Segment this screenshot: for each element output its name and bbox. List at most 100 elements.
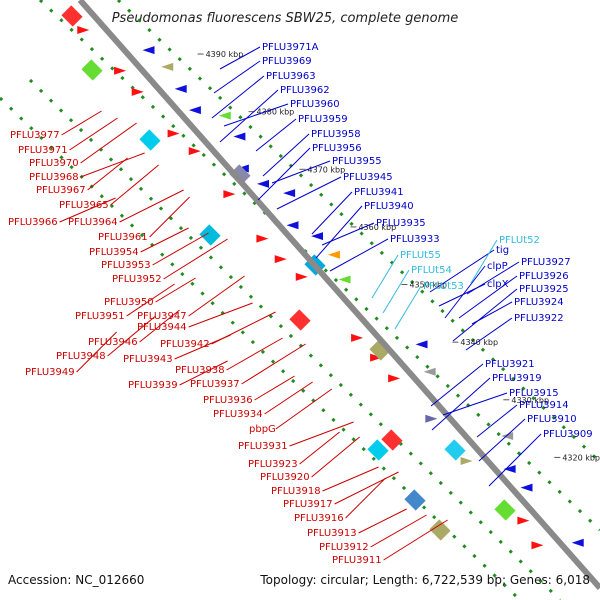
left-label-leader <box>139 309 180 343</box>
left-gene-label: PFLU3943 <box>123 354 173 365</box>
left-gene-label: PFLU3931 <box>238 441 288 452</box>
left-label-leader <box>275 388 333 430</box>
rna-gene-label: PFLUt55 <box>400 250 441 261</box>
left-label-leader <box>107 315 156 357</box>
right-gene-label: PFLU3960 <box>290 99 340 110</box>
gene-arrow <box>233 132 246 141</box>
left-gene-label: PFLU3936 <box>203 395 253 406</box>
gene-block <box>81 59 103 81</box>
right-gene-label: PFLU3909 <box>543 429 593 440</box>
left-label-leader <box>383 519 448 561</box>
left-gene-label: PFLU3967 <box>36 185 86 196</box>
left-gene-label: PFLU3950 <box>104 297 154 308</box>
rna-label-leader <box>470 239 498 284</box>
right-gene-label: PFLU3919 <box>492 373 542 384</box>
gene-block <box>381 429 403 451</box>
gene-arrow <box>415 340 428 349</box>
gene-arrow <box>531 541 544 550</box>
gene-arrow <box>327 250 340 259</box>
left-gene-label: PFLU3913 <box>307 528 357 539</box>
left-label-leader <box>254 375 295 401</box>
left-label-leader <box>322 466 379 492</box>
left-label-leader <box>155 277 196 303</box>
gene-arrow <box>188 147 201 156</box>
gene-block <box>229 164 251 186</box>
right-gene-label: PFLU3963 <box>266 71 316 82</box>
right-gene-label: PFLU3926 <box>519 271 569 282</box>
right-label-leader <box>329 238 389 272</box>
left-label-leader <box>370 514 427 548</box>
right-label-leader <box>271 160 331 184</box>
left-gene-label: PFLU3968 <box>29 172 79 183</box>
left-gene-label: PFLU3949 <box>25 367 75 378</box>
left-gene-label: PFLU3917 <box>283 499 333 510</box>
left-gene-label: PFLU3911 <box>332 555 382 566</box>
right-gene-label: PFLU3910 <box>527 414 577 425</box>
gene-arrow <box>188 106 201 115</box>
left-label-leader <box>358 508 407 534</box>
left-gene-label: PFLU3918 <box>271 486 321 497</box>
gene-arrow <box>167 129 180 138</box>
gene-arrow <box>223 190 236 199</box>
left-gene-label: PFLU3964 <box>68 217 118 228</box>
left-gene-label: PFLU3947 <box>137 311 187 322</box>
right-label-leader <box>478 418 526 462</box>
left-gene-label: PFLU3920 <box>260 472 310 483</box>
track-line <box>0 96 522 600</box>
left-label-leader <box>188 302 253 328</box>
gene-block <box>444 439 466 461</box>
right-gene-label: PFLU3941 <box>354 187 404 198</box>
left-label-leader <box>345 477 386 519</box>
rna-gene-label: PFLUt52 <box>499 235 540 246</box>
right-gene-label: PFLU3915 <box>509 388 559 399</box>
right-label-leader <box>276 176 342 210</box>
left-gene-label: PFLU3934 <box>213 409 263 420</box>
left-gene-label: PFLU3966 <box>8 217 58 228</box>
left-label-leader <box>264 381 313 415</box>
right-label-leader <box>488 433 542 487</box>
left-gene-label: PFLU3953 <box>101 260 151 271</box>
left-gene-label: PFLU3951 <box>75 311 125 322</box>
right-gene-label: PFLU3945 <box>343 172 393 183</box>
left-label-leader <box>110 164 159 206</box>
right-label-leader <box>255 118 297 152</box>
accession-text: Accession: NC_012660 <box>8 573 145 587</box>
right-gene-label: PFLU3914 <box>519 400 569 411</box>
gene-arrow <box>77 25 90 34</box>
scale-tick-label: 4380 kbp <box>257 108 295 117</box>
right-gene-label: PFLU3925 <box>519 284 569 295</box>
gene-block <box>404 489 426 511</box>
gene-arrow <box>423 367 436 376</box>
left-label-leader <box>119 189 184 223</box>
left-label-leader <box>299 431 340 465</box>
left-gene-label: PFLU3937 <box>190 379 240 390</box>
left-label-leader <box>163 238 228 280</box>
gene-arrow <box>131 87 144 96</box>
right-gene-label: PFLU3935 <box>376 218 426 229</box>
left-label-leader <box>80 122 137 164</box>
left-gene-label: PFLU3916 <box>294 513 344 524</box>
right-gene-label: PFLU3922 <box>514 313 564 324</box>
right-label-leader <box>213 60 261 94</box>
gene-block <box>367 439 389 461</box>
left-label-leader <box>80 152 145 178</box>
gene-arrow <box>311 232 324 241</box>
scale-tick-label: 4330 kbp <box>511 396 549 405</box>
right-label-leader <box>465 317 513 351</box>
right-label-leader <box>321 222 375 246</box>
right-gene-label: clpP <box>487 261 508 272</box>
left-gene-label: PFLU3942 <box>160 339 210 350</box>
gene-block <box>494 499 516 521</box>
left-label-leader <box>226 337 283 371</box>
right-label-leader <box>431 377 491 431</box>
gene-arrow <box>218 111 231 120</box>
left-gene-label: PFLU3952 <box>112 274 162 285</box>
rna-label-leader <box>382 269 410 314</box>
right-label-leader <box>476 404 518 438</box>
right-label-leader <box>471 301 513 325</box>
right-label-leader <box>211 75 265 119</box>
left-label-leader <box>87 157 128 191</box>
left-gene-label: PFLU3965 <box>59 200 109 211</box>
